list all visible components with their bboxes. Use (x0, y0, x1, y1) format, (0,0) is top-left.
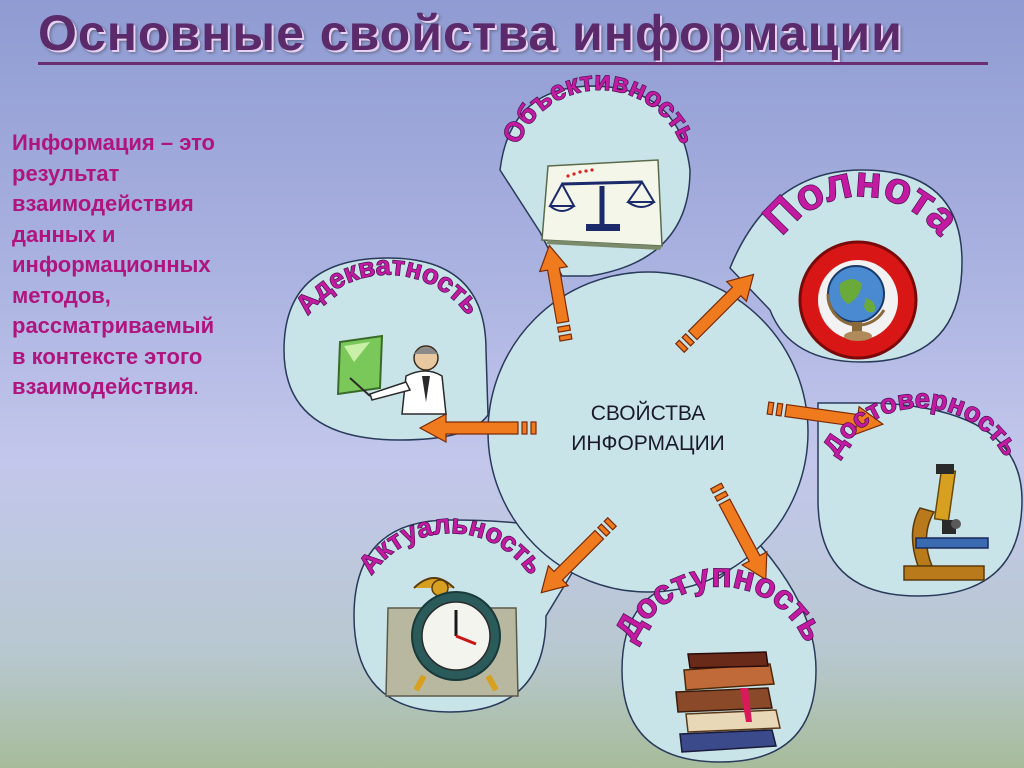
teacher-icon (336, 334, 447, 415)
definition-line: данных и (12, 221, 116, 247)
definition-line: взаимодействия (12, 374, 194, 399)
center-label-line2: ИНФОРМАЦИИ (571, 432, 725, 455)
page-title: Основные свойства информации (38, 5, 903, 61)
definition-end-mark: . (193, 381, 199, 398)
arrow-to-completeness (674, 273, 755, 354)
center-label-line1: СВОЙСТВА (591, 401, 706, 425)
scales-icon (541, 159, 663, 250)
definition-line: Информация – это (12, 130, 215, 155)
definition-line: в контексте этого (12, 343, 203, 369)
definition-line: результат (12, 160, 120, 186)
arrow-to-accessibility (709, 482, 768, 581)
arrow-to-objectivity (538, 244, 573, 342)
definition-line: методов, (12, 282, 111, 308)
books-icon (675, 651, 781, 753)
arrow-to-reliability (766, 401, 885, 436)
definition-line-last: взаимодействия. (12, 372, 282, 406)
arrow-to-adequacy (418, 412, 537, 444)
definition-line: взаимодействия (12, 191, 194, 216)
arrow-to-relevance (540, 516, 618, 594)
definition-line: информационных (12, 252, 211, 277)
globe-icon (798, 240, 918, 360)
alarm-clock-icon (385, 577, 519, 697)
microscope-icon (903, 464, 989, 581)
definition-text: Информация – это результат взаимодействи… (12, 128, 282, 406)
title-underline (38, 62, 988, 65)
definition-line: рассматриваемый (12, 313, 215, 338)
